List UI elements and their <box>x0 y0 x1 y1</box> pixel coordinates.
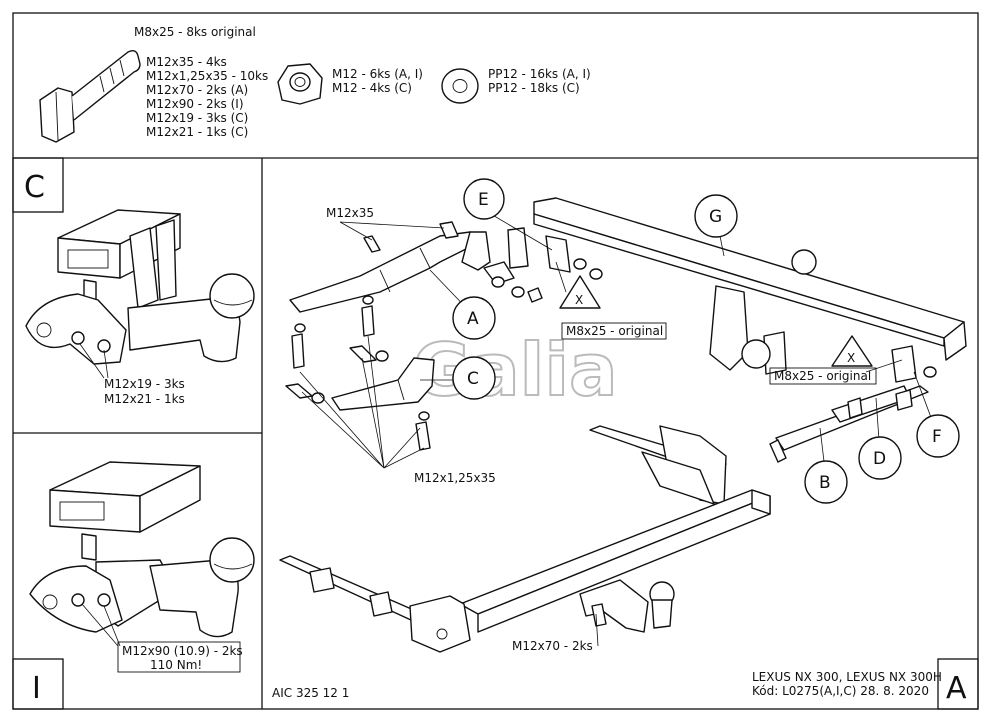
panel-c-letter-box <box>12 157 64 213</box>
panel-i-leader <box>81 603 121 647</box>
crossbar-g <box>507 197 967 383</box>
callout-a: A <box>452 296 496 340</box>
label-m12x35: M12x35 <box>326 206 374 220</box>
svg-text:A: A <box>467 309 479 329</box>
bolt-group-left <box>285 221 543 451</box>
side-rail-b-d <box>769 385 929 463</box>
callout-x1: X <box>559 275 601 309</box>
label-box-m8-1 <box>561 322 667 340</box>
panel-c-leader <box>79 343 109 379</box>
vehicle-model: LEXUS NX 300, LEXUS NX 300H <box>752 670 942 684</box>
panel-c-label: M12x21 - 1ks <box>104 392 185 406</box>
panel-i-label: M12x90 (10.9) - 2ks <box>122 644 243 658</box>
bracket-c <box>331 357 435 411</box>
hardware-line: M12 - 6ks (A, I) <box>332 67 423 81</box>
panel-c-label: M12x19 - 3ks <box>104 377 185 391</box>
doc-code: AIC 325 12 1 <box>272 686 349 700</box>
svg-text:X: X <box>575 293 583 307</box>
panel-c-tow-ball-assembly <box>25 209 255 365</box>
svg-text:G: G <box>709 207 722 227</box>
hardware-line: M12x90 - 2ks (I) <box>146 97 244 111</box>
svg-text:F: F <box>932 427 942 447</box>
label-box-m8-2 <box>769 367 877 385</box>
nut-group-right <box>573 258 937 378</box>
panel-a-letter-box <box>937 658 979 710</box>
svg-text:X: X <box>847 351 855 365</box>
callout-c: C <box>452 356 496 400</box>
panel-a-letter: A <box>946 671 967 706</box>
hardware-line: M12x70 - 2ks (A) <box>146 83 248 97</box>
hardware-line: M12x1,25x35 - 10ks <box>146 69 268 83</box>
label-m12x125x35: M12x1,25x35 <box>414 471 496 485</box>
panel-i-label: 110 Nm! <box>150 658 202 672</box>
panel-c-letter: C <box>24 170 45 205</box>
callout-d: D <box>858 436 902 480</box>
bracket-a <box>289 231 515 313</box>
label-m8-original-2: M8x25 - original <box>774 369 871 383</box>
washer-icon <box>441 68 479 104</box>
code-line: Kód: L0275(A,I,C) 28. 8. 2020 <box>752 684 929 698</box>
panel-i-label-box <box>117 641 241 673</box>
callout-f: F <box>916 414 960 458</box>
panel-i-tow-ball-assembly <box>29 461 255 638</box>
outer-frame <box>12 12 979 710</box>
label-m12x70: M12x70 - 2ks <box>512 639 593 653</box>
svg-text:B: B <box>819 473 831 493</box>
watermark: Galia <box>412 328 618 412</box>
hardware-line: M8x25 - 8ks original <box>134 25 256 39</box>
label-m8-original-1: M8x25 - original <box>566 324 663 338</box>
panel-i-letter-box <box>12 658 64 710</box>
callout-b: B <box>804 460 848 504</box>
assembled-tow-bar <box>279 425 771 653</box>
callout-g: G <box>694 194 738 238</box>
panel-i-letter: I <box>32 671 41 706</box>
nut-icon <box>277 63 323 105</box>
hardware-line: M12x35 - 4ks <box>146 55 227 69</box>
svg-text:D: D <box>873 449 886 469</box>
hardware-line: M12x19 - 3ks (C) <box>146 111 248 125</box>
bolt-icon <box>39 49 141 143</box>
hardware-line: PP12 - 16ks (A, I) <box>488 67 591 81</box>
svg-text:C: C <box>467 369 479 389</box>
hardware-line: M12x21 - 1ks (C) <box>146 125 248 139</box>
callout-e: E <box>463 178 505 220</box>
hardware-line: PP12 - 18ks (C) <box>488 81 580 95</box>
hardware-line: M12 - 4ks (C) <box>332 81 412 95</box>
svg-text:E: E <box>478 190 489 210</box>
callout-x2: X <box>831 335 873 367</box>
